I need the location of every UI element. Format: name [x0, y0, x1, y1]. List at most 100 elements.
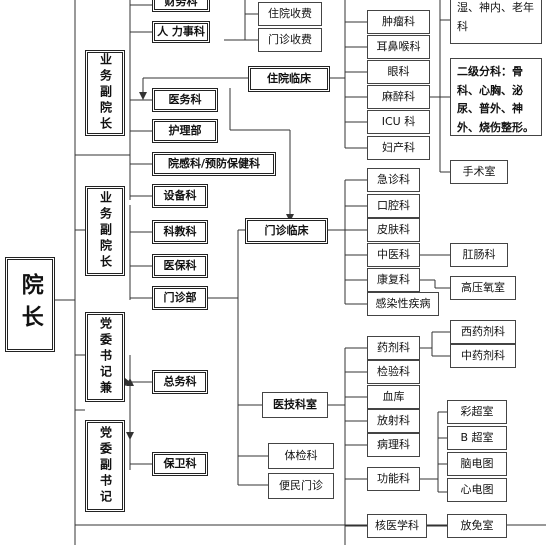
medtech-unit-lab: 检验科 [367, 360, 420, 384]
outpatient-unit-tcm: 中医科 [367, 243, 420, 267]
dept-hr: 人 力事科 [152, 21, 210, 43]
party-deputy-box: 党委副书记 [85, 420, 125, 512]
medtech-unit-pathology: 病理科 [367, 433, 420, 457]
medtech-unit-radiology: 放射科 [367, 409, 420, 433]
anorectal-label: 肛肠科 [462, 248, 496, 262]
pharmacy-sub-western: 西药剂科 [450, 320, 516, 344]
unit-label: 病理科 [377, 438, 410, 452]
unit-label: 核医学科 [375, 519, 419, 533]
dept-general-affairs-label: 总务科 [163, 375, 197, 389]
surgery-room-label: 手术室 [462, 165, 496, 179]
dept-security: 保卫科 [152, 452, 208, 476]
party-secretary-box: 党委书记兼 [85, 312, 125, 402]
dept-infection-control-label: 院感科/预防保健科 [167, 157, 261, 171]
unit-label: 急诊科 [377, 173, 410, 187]
outpatient-unit-rehab: 康复科 [367, 268, 420, 292]
inpatient-unit-anesthesia: 麻醉科 [367, 85, 430, 109]
dept-outpatient: 门诊部 [152, 286, 208, 310]
unit-label: 彩超室 [460, 405, 494, 419]
unit-label: 放射科 [377, 414, 410, 428]
dept-education-label: 科教科 [163, 225, 197, 239]
dept-infection-control: 院感科/预防保健科 [152, 152, 276, 176]
unit-label: 口腔科 [377, 199, 410, 213]
hyperbaric-label: 高压氧室 [461, 281, 505, 295]
hyperbaric-box: 高压氧室 [450, 276, 516, 300]
outpatient-unit-emergency: 急诊科 [367, 168, 420, 192]
unit-label: 眼科 [387, 65, 410, 79]
convenience-clinic-box: 便民门诊 [268, 473, 334, 499]
vp-business-1-label: 业务副院长 [98, 53, 113, 133]
surgery-room-box: 手术室 [450, 160, 508, 184]
dept-security-label: 保卫科 [163, 457, 197, 471]
outpatient-unit-dental: 口腔科 [367, 194, 420, 218]
medtech-unit-function: 功能科 [367, 467, 420, 491]
dept-equipment-label: 设备科 [163, 189, 197, 203]
physical-exam-label: 体检科 [284, 449, 318, 463]
outpatient-unit-dermatology: 皮肤科 [367, 218, 420, 242]
unit-label: 检验科 [377, 365, 410, 379]
outpatient-unit-infectious: 感染性疾病 [367, 292, 439, 316]
unit-label: 脑电图 [460, 457, 494, 471]
unit-label: 康复科 [377, 273, 410, 287]
pharmacy-sub-tcm: 中药剂科 [450, 344, 516, 368]
unit-label: ICU 科 [381, 115, 416, 129]
dept-medical-affairs-label: 医务科 [168, 93, 202, 107]
dept-education: 科教科 [152, 220, 208, 244]
inpatient-unit-obgyn: 妇产科 [367, 136, 430, 160]
function-sub-eeg: 脑电图 [447, 452, 507, 476]
inpatient-fee-box: 住院收费 [258, 2, 322, 26]
unit-label: 心电图 [460, 483, 494, 497]
unit-label: 药剂科 [377, 341, 410, 355]
unit-label: 西药剂科 [461, 325, 505, 339]
function-sub-color-us: 彩超室 [447, 400, 507, 424]
dept-medical-insurance: 医保科 [152, 254, 208, 278]
dept-general-affairs: 总务科 [152, 370, 208, 394]
medtech-unit-bloodbank: 血库 [367, 385, 420, 409]
vp-business-1-box: 业务副院长 [85, 50, 125, 136]
outpatient-clinical-label: 门诊临床 [264, 224, 309, 238]
inpatient-note-2: 二级分科：骨科、心胸、泌尿、普外、神外、烧伤整形。 [450, 58, 542, 136]
inpatient-clinical-label: 住院临床 [267, 72, 311, 86]
medtech-label: 医技科室 [273, 398, 317, 412]
inpatient-note-1: 湿、神内、老年科 [450, 0, 542, 44]
function-sub-ecg: 心电图 [447, 478, 507, 502]
dept-nursing: 护理部 [152, 119, 218, 143]
inpatient-fee-label: 住院收费 [268, 7, 312, 21]
physical-exam-box: 体检科 [268, 443, 334, 469]
president-label: 院长 [17, 272, 43, 337]
unit-label: 皮肤科 [377, 223, 410, 237]
nuclear-sub-ria: 放免室 [447, 514, 507, 538]
dept-equipment: 设备科 [152, 184, 208, 208]
unit-label: 麻醉科 [382, 90, 415, 104]
unit-label: 中药剂科 [461, 349, 505, 363]
party-secretary-label: 党委书记兼 [98, 317, 113, 397]
medtech-unit-nuclear: 核医学科 [367, 514, 427, 538]
function-sub-b-us: B 超室 [447, 426, 507, 450]
unit-label: 妇产科 [382, 141, 415, 155]
inpatient-unit-ent: 耳鼻喉科 [367, 35, 430, 59]
inpatient-unit-ophthalmology: 眼科 [367, 60, 430, 84]
unit-label: B 超室 [460, 431, 494, 445]
unit-label: 功能科 [377, 472, 410, 486]
unit-label: 肿瘤科 [382, 15, 415, 29]
unit-label: 感染性疾病 [375, 297, 431, 311]
inpatient-unit-icu: ICU 科 [367, 110, 430, 134]
dept-finance: 财务科 [152, 0, 210, 12]
inpatient-clinical-box: 住院临床 [248, 66, 330, 92]
dept-hr-label: 人 力事科 [157, 25, 205, 39]
inpatient-note-2-text: 二级分科：骨科、心胸、泌尿、普外、神外、烧伤整形。 [457, 65, 534, 135]
dept-nursing-label: 护理部 [168, 124, 202, 138]
dept-finance-label: 财务科 [164, 0, 198, 9]
dept-outpatient-label: 门诊部 [163, 291, 197, 305]
dept-medical-affairs: 医务科 [152, 88, 218, 112]
vp-business-2-box: 业务副院长 [85, 186, 125, 276]
outpatient-fee-label: 门诊收费 [268, 33, 312, 47]
inpatient-unit-oncology: 肿瘤科 [367, 10, 430, 34]
president-box: 院长 [5, 257, 55, 352]
unit-label: 放免室 [460, 519, 494, 533]
outpatient-fee-box: 门诊收费 [258, 28, 322, 52]
party-deputy-label: 党委副书记 [98, 426, 113, 506]
unit-label: 中医科 [377, 248, 410, 262]
